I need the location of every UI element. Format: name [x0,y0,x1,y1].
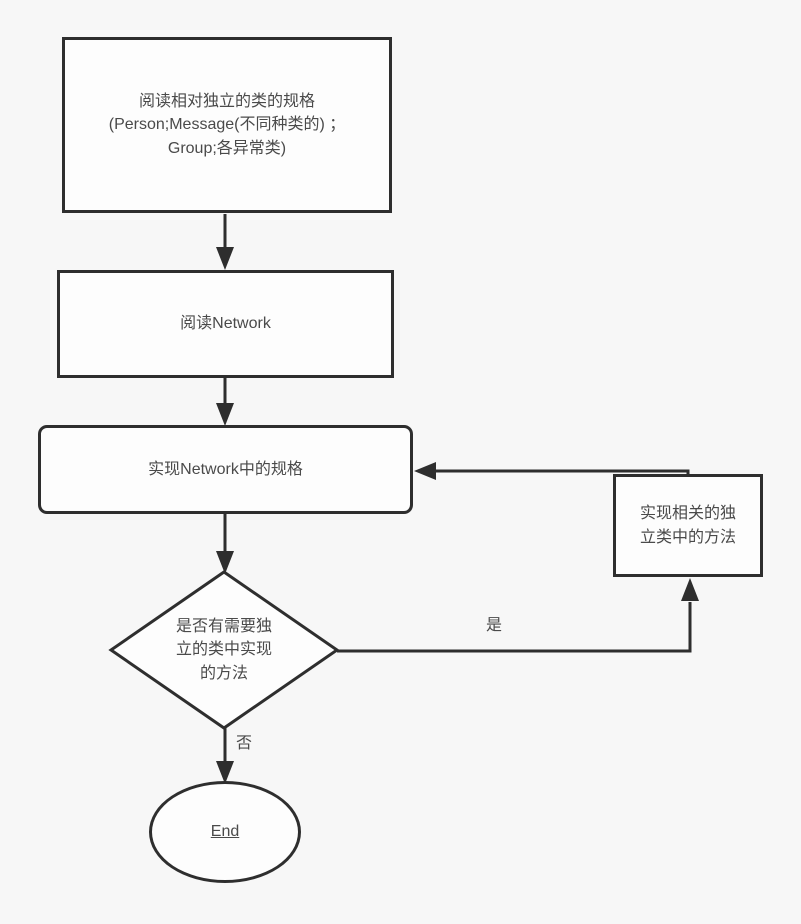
node-end: End [149,781,301,883]
node-implement-network-label: 实现Network中的规格 [148,460,303,478]
node-read-network: 阅读Network [57,270,394,378]
node-read-network-label: 阅读Network [180,315,271,333]
edge-label-yes: 是 [485,617,502,634]
edge-decision-to-implement-independent [337,602,692,653]
arrowhead-left-icon [414,462,436,480]
node-end-label: End [210,823,240,841]
arrowhead-down-icon [216,247,234,270]
node-read-specs-label: 阅读相对独立的类的规格 (Person;Message(不同种类的) ； Gro… [108,93,346,157]
node-implement-independent: 实现相关的独 立类中的方法 [613,474,763,577]
node-decision-label: 是否有需要独 立的类中实现 的方法 [175,618,272,682]
arrowhead-down-icon [216,551,234,574]
node-implement-independent-label: 实现相关的独 立类中的方法 [639,505,736,546]
node-read-specs: 阅读相对独立的类的规格 (Person;Message(不同种类的) ； Gro… [62,37,392,213]
arrowhead-up-icon [681,578,699,601]
edge-label-no: 否 [235,735,252,752]
arrowhead-down-icon [216,403,234,426]
arrowhead-down-icon [216,761,234,784]
node-implement-network: 实现Network中的规格 [38,425,413,514]
node-decision: 是否有需要独 立的类中实现 的方法 [144,603,304,697]
